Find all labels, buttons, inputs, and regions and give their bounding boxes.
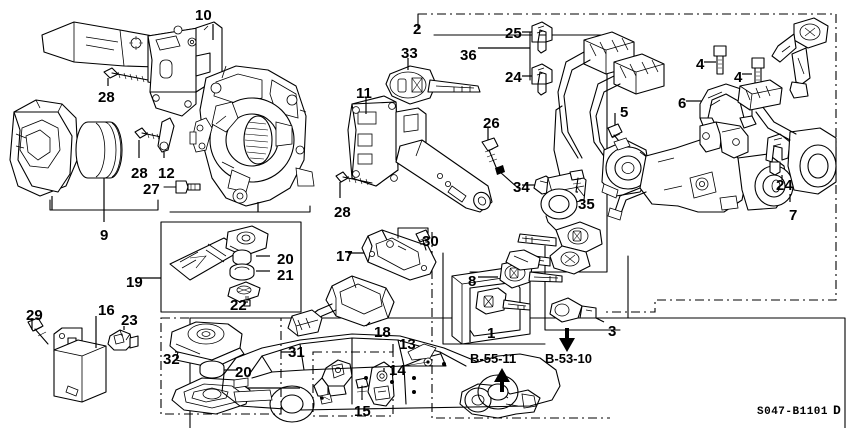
part-23-clip <box>107 329 139 351</box>
keys-right-cluster <box>771 17 829 99</box>
part-24-clamp-lower <box>531 63 553 96</box>
part-26-screw <box>481 137 505 175</box>
callout-33: 33 <box>401 45 418 62</box>
part-28-screw-lower <box>335 171 373 186</box>
callout-12: 12 <box>158 165 175 182</box>
callout-2: 2 <box>413 21 422 38</box>
part-4-bolt-a <box>713 45 727 75</box>
part-35-screw <box>569 169 585 193</box>
callout-10: 10 <box>195 7 212 24</box>
callout-3: 3 <box>608 323 617 340</box>
callout-27: 27 <box>143 181 160 198</box>
part-14-actuator <box>367 361 395 407</box>
part-3-cylinder-keys <box>515 215 603 275</box>
part-7-immobilizer-coil <box>737 79 837 195</box>
callout-35: 35 <box>578 196 595 213</box>
callout-4-a: 4 <box>696 56 705 73</box>
door-lock-cylinder-lower <box>459 383 541 419</box>
small-lock-cylinder-left <box>549 297 597 323</box>
callout-6: 6 <box>678 95 687 112</box>
callout-8: 8 <box>468 273 477 290</box>
callout-14: 14 <box>389 362 406 379</box>
part-20-battery-lower <box>199 360 225 379</box>
steering-column-housing <box>189 65 315 207</box>
callout-23: 23 <box>121 312 138 329</box>
callout-20-a: 20 <box>277 251 294 268</box>
callout-5: 5 <box>620 104 629 121</box>
part-11-turn-signal-switch <box>347 95 493 213</box>
callout-25: 25 <box>505 25 522 42</box>
part-8-key-valet <box>499 259 563 289</box>
ref-b-55-11: B-55-11 <box>470 351 517 366</box>
callout-21: 21 <box>277 267 294 284</box>
callout-17: 17 <box>336 248 353 265</box>
callout-28-a: 28 <box>98 89 115 106</box>
part-32-transmitter-case <box>169 321 245 369</box>
callout-22: 22 <box>230 297 247 314</box>
callout-4-b: 4 <box>734 69 743 86</box>
callout-28-b: 28 <box>131 165 148 182</box>
callout-1: 1 <box>487 325 496 342</box>
callout-19: 19 <box>126 274 143 291</box>
part-9-column-cover <box>9 99 79 197</box>
ref-b-53-10: B-53-10 <box>545 351 592 366</box>
callout-24-b: 24 <box>776 177 793 194</box>
diagram-id-suffix: D <box>833 403 842 418</box>
key-far-left-3 <box>505 249 541 271</box>
part-33-key-master <box>385 65 481 105</box>
callout-7: 7 <box>789 207 798 224</box>
callout-11: 11 <box>356 85 372 102</box>
callout-13: 13 <box>399 336 416 353</box>
callout-24-a: 24 <box>505 69 522 86</box>
callout-20-b: 20 <box>235 364 252 381</box>
callout-36: 36 <box>460 47 477 64</box>
callout-16: 16 <box>98 302 115 319</box>
part-15-screw <box>355 377 369 399</box>
diagram-id-code: S047-B1101 <box>757 406 829 418</box>
part-24-clamp-right <box>765 133 791 176</box>
callout-34: 34 <box>513 179 530 196</box>
part-18-key-in-switch <box>287 275 395 337</box>
part-16-control-unit <box>53 327 107 403</box>
callout-29: 29 <box>26 307 43 324</box>
part-30-screw <box>415 229 431 251</box>
part-28-screw-upper <box>103 67 149 83</box>
ignition-switch-body <box>601 137 651 199</box>
harness-connectors <box>553 31 665 177</box>
steering-lock-assembly <box>607 121 794 221</box>
callout-31: 31 <box>288 344 305 361</box>
callout-32: 32 <box>163 351 180 368</box>
part-13-door-lock-knob <box>313 359 353 397</box>
part-12-pin <box>157 117 175 153</box>
part-17-cover <box>361 229 437 281</box>
callout-26: 26 <box>483 115 500 132</box>
part-25-clamp <box>531 21 553 54</box>
callout-18: 18 <box>374 324 391 341</box>
diagram-id: S047-B1101 D <box>757 404 841 418</box>
callout-30: 30 <box>422 233 439 250</box>
part-19-transmitter-kit <box>169 225 269 307</box>
part-10-combination-switch <box>41 21 223 117</box>
callout-28-c: 28 <box>334 204 351 221</box>
part-27-bolt <box>163 180 201 194</box>
callout-15: 15 <box>354 403 371 420</box>
part-bellows-boot <box>75 121 123 179</box>
callout-9: 9 <box>100 227 109 244</box>
